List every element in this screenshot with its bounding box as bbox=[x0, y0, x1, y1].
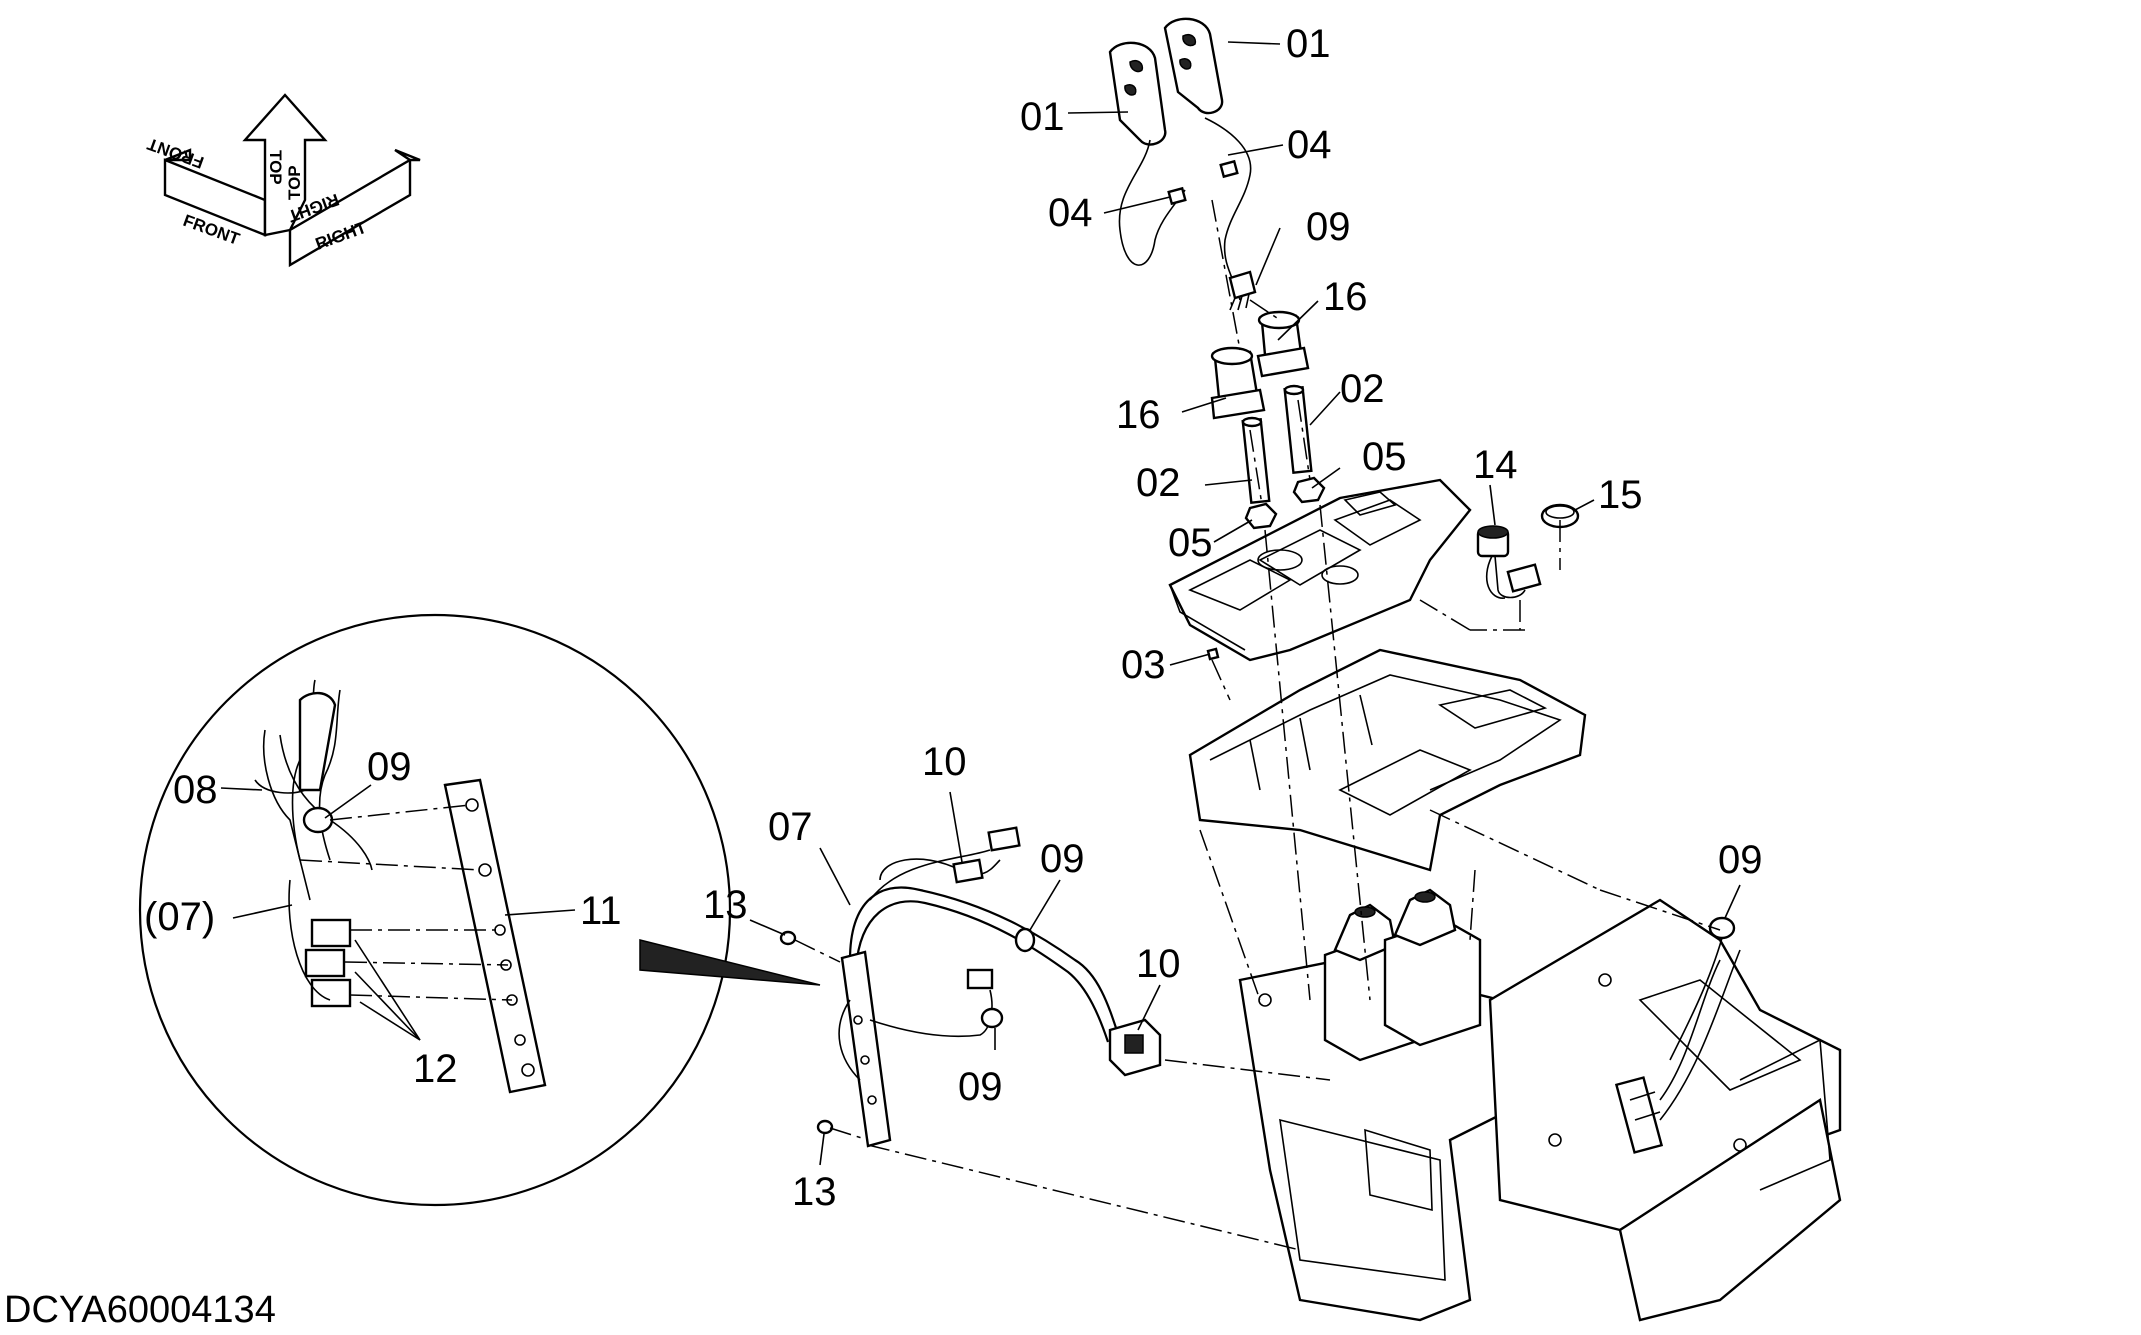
callout-09b: 09 bbox=[1040, 837, 1085, 881]
callouts: 01 01 04 04 09 16 16 02 02 05 05 14 15 0… bbox=[144, 22, 1763, 1214]
pedestal-frame bbox=[1238, 898, 1842, 1322]
callout-13b: 13 bbox=[792, 1170, 837, 1214]
nut-05-right bbox=[1292, 476, 1326, 504]
harness-plate bbox=[838, 950, 1004, 1148]
clip-04-left bbox=[1167, 186, 1187, 206]
detail-view bbox=[138, 613, 821, 1207]
callout-02a: 02 bbox=[1340, 367, 1385, 411]
callout-11: 11 bbox=[580, 889, 622, 933]
callout-15: 15 bbox=[1598, 473, 1643, 517]
callout-04a: 04 bbox=[1287, 123, 1332, 167]
callout-07: 07 bbox=[768, 805, 813, 849]
console-base bbox=[1188, 648, 1587, 872]
callout-14: 14 bbox=[1473, 443, 1518, 487]
leader-lines bbox=[220, 41, 1741, 1166]
grip-wire-right bbox=[1204, 117, 1252, 301]
callout-10a: 10 bbox=[922, 740, 967, 784]
nut-13-bottom bbox=[816, 1119, 834, 1135]
callout-05b: 05 bbox=[1168, 521, 1213, 565]
callout-09c: 09 bbox=[958, 1065, 1003, 1109]
callout-13a: 13 bbox=[703, 883, 748, 927]
callout-12: 12 bbox=[413, 1047, 458, 1091]
shaft-02-right bbox=[1283, 384, 1313, 475]
switch-14 bbox=[1476, 525, 1542, 599]
boot-16-right bbox=[1256, 310, 1310, 378]
harness-07 bbox=[848, 826, 1122, 1043]
console-cover bbox=[1168, 478, 1472, 662]
joystick-grip-right bbox=[1163, 17, 1224, 115]
callout-01b: 01 bbox=[1286, 22, 1331, 66]
grip-connector-09 bbox=[1228, 270, 1257, 311]
orientation-indicator: FRONT FRONT TOP TOP RIGHT RIGHT bbox=[144, 93, 421, 268]
pilot-valve-right bbox=[1383, 888, 1482, 1047]
callout-04b: 04 bbox=[1048, 191, 1093, 235]
assembly-lines bbox=[299, 199, 1721, 1251]
frame-connector-block bbox=[1614, 916, 1741, 1154]
joystick-grip-left bbox=[1108, 41, 1167, 146]
callout-09a: 09 bbox=[1306, 205, 1351, 249]
callout-09e: 09 bbox=[367, 745, 412, 789]
nut-05-left bbox=[1244, 502, 1278, 530]
callout-16a: 16 bbox=[1323, 275, 1368, 319]
callout-01a: 01 bbox=[1020, 95, 1065, 139]
callout-07p: (07) bbox=[144, 895, 215, 939]
clamp-09-harness bbox=[1014, 927, 1036, 953]
clip-04-right bbox=[1219, 159, 1239, 179]
orientation-top-label-mirror: TOP bbox=[285, 165, 304, 200]
shaft-02-left bbox=[1241, 416, 1271, 505]
callout-03: 03 bbox=[1121, 643, 1166, 687]
callout-10b: 10 bbox=[1136, 942, 1181, 986]
boot-16-left bbox=[1210, 346, 1266, 420]
callout-02b: 02 bbox=[1136, 461, 1181, 505]
drawing-code: DCYA60004134 bbox=[4, 1289, 276, 1331]
orientation-top-label: TOP bbox=[266, 150, 285, 185]
callout-09d: 09 bbox=[1718, 838, 1763, 882]
connector-10-bottom bbox=[1108, 1018, 1162, 1077]
callout-05a: 05 bbox=[1362, 435, 1407, 479]
callout-16b: 16 bbox=[1116, 393, 1161, 437]
grip-wire-left bbox=[1118, 139, 1186, 266]
screw-03 bbox=[1206, 647, 1220, 661]
callout-08: 08 bbox=[173, 768, 218, 812]
